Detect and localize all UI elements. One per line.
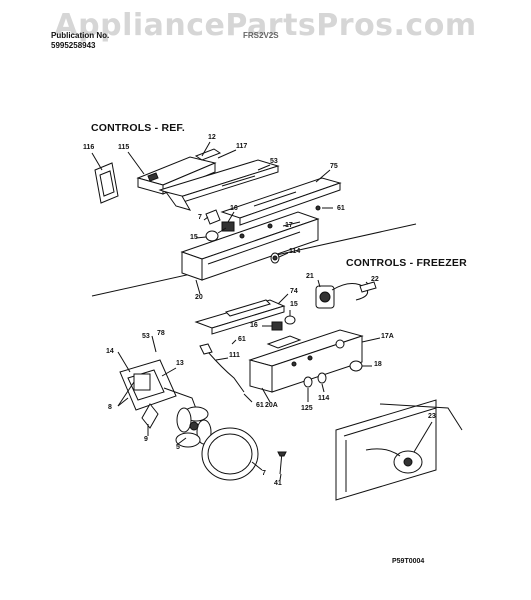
part-label-15b: 15 bbox=[290, 301, 298, 308]
part-label-12: 12 bbox=[208, 134, 216, 141]
part-41-screw bbox=[278, 452, 286, 474]
section-title-freezer: CONTROLS - FREEZER bbox=[346, 257, 467, 269]
part-23-cabinet-section bbox=[336, 400, 462, 500]
part-label-111: 111 bbox=[229, 352, 240, 359]
part-label-115: 115 bbox=[118, 144, 130, 151]
part-116-bracket bbox=[95, 163, 118, 203]
publication-label: Publication No. bbox=[51, 31, 110, 40]
part-label-78: 78 bbox=[157, 330, 165, 337]
part-114-125-knobs bbox=[304, 373, 326, 387]
section-title-ref: CONTROLS - REF. bbox=[91, 122, 185, 134]
part-label-21: 21 bbox=[306, 273, 314, 280]
part-label-13: 13 bbox=[176, 360, 184, 367]
part-label-53a: 53 bbox=[270, 158, 278, 165]
part-label-53b: 53 bbox=[142, 333, 150, 340]
part-label-18: 18 bbox=[374, 361, 382, 368]
part-75-cover bbox=[222, 178, 340, 225]
part-label-41: 41 bbox=[274, 480, 282, 487]
part-label-61b: 61 bbox=[238, 336, 246, 343]
publication-number: 5995258943 bbox=[51, 41, 96, 50]
part-label-20: 20 bbox=[195, 294, 203, 301]
part-label-114b: 114 bbox=[318, 395, 330, 402]
part-53-bracket bbox=[160, 160, 278, 210]
part-label-15a: 15 bbox=[190, 234, 198, 241]
part-114-knob bbox=[271, 253, 279, 263]
part-21-thermostat bbox=[316, 282, 376, 308]
part-label-61c: 61 bbox=[256, 402, 264, 409]
model-number: FRS2V2S bbox=[243, 31, 279, 40]
part-label-9: 9 bbox=[144, 436, 148, 443]
part-label-125: 125 bbox=[301, 405, 313, 412]
part-label-74: 74 bbox=[290, 288, 298, 295]
part-15-16-lamp-socket-freezer bbox=[272, 316, 295, 330]
diagram-code: P59T0004 bbox=[392, 558, 425, 565]
part-15-16-lamp-socket bbox=[206, 222, 234, 241]
part-label-20a: 20A bbox=[265, 402, 278, 409]
part-18-knob bbox=[350, 361, 362, 371]
part-label-17a: 17A bbox=[381, 333, 394, 340]
part-label-22: 22 bbox=[371, 276, 379, 283]
part-label-16a: 16 bbox=[230, 205, 238, 212]
part-label-7a: 7 bbox=[198, 214, 202, 221]
part-label-7b: 7 bbox=[262, 470, 266, 477]
part-label-5: 5 bbox=[176, 444, 180, 451]
part-17a-housing bbox=[250, 330, 362, 392]
leader-lines bbox=[92, 142, 432, 480]
part-13-motor-bracket bbox=[120, 360, 198, 428]
part-111-wire-harness bbox=[200, 344, 244, 392]
part-label-114a: 114 bbox=[289, 248, 301, 255]
watermark: AppliancePartsPros.com bbox=[54, 8, 477, 43]
part-label-116: 116 bbox=[83, 144, 95, 151]
part-7-fan-shroud bbox=[202, 428, 258, 480]
part-label-16b: 16 bbox=[250, 322, 258, 329]
part-7-knob bbox=[206, 210, 220, 224]
part-label-117: 117 bbox=[236, 143, 248, 150]
part-61-screw bbox=[316, 206, 333, 210]
part-label-23: 23 bbox=[428, 413, 436, 420]
part-label-14: 14 bbox=[106, 348, 114, 355]
part-label-8: 8 bbox=[108, 404, 112, 411]
part-label-17: 17 bbox=[285, 222, 293, 229]
part-74-cover bbox=[196, 300, 284, 334]
part-label-75: 75 bbox=[330, 163, 338, 170]
part-label-61a: 61 bbox=[337, 205, 345, 212]
part-17-housing bbox=[182, 212, 318, 280]
